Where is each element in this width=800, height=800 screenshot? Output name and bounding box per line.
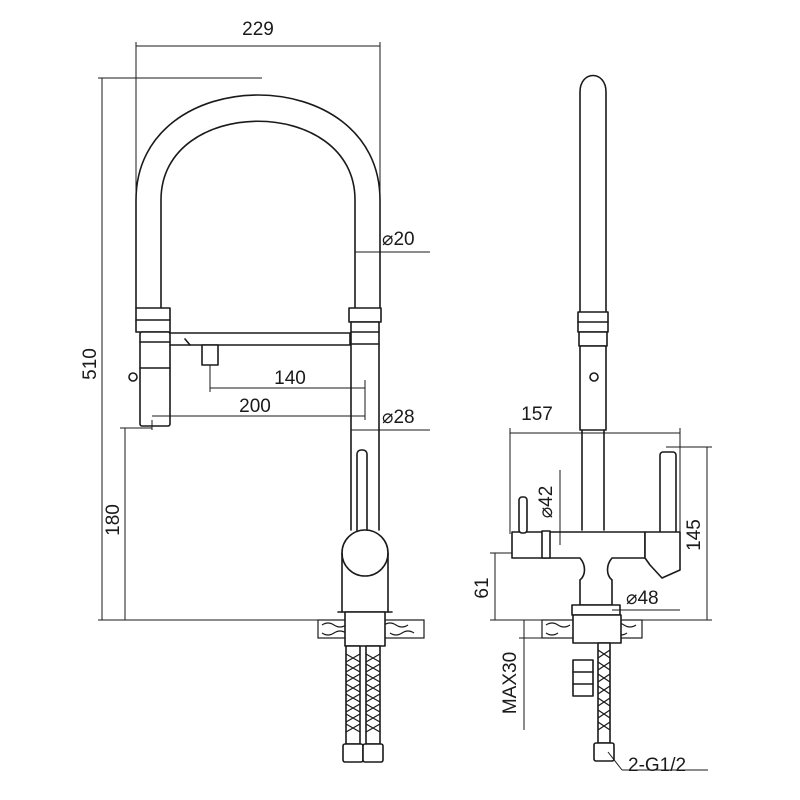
dim-total-height: 510 (80, 348, 101, 380)
dim-holder-reach: 200 (239, 396, 271, 417)
spout-arch (135, 94, 381, 309)
dim-body-diameter: ⌀28 (382, 407, 415, 428)
front-valve (341, 529, 389, 577)
dim-spout-reach: 229 (242, 19, 274, 40)
dim-side-valve-height: 61 (472, 577, 493, 598)
dim-handle-offset: 140 (274, 368, 306, 389)
holder-knob (201, 344, 219, 366)
faucet-body (350, 343, 380, 531)
dim-base-height: 180 (103, 504, 124, 536)
spray-button (128, 372, 138, 382)
dim-side-lever-height: 145 (684, 519, 705, 551)
side-left-lever (518, 496, 528, 534)
side-spray-head (579, 345, 607, 431)
dim-side-depth: 157 (521, 404, 553, 425)
spray-head (139, 331, 171, 427)
dim-spout-diameter: ⌀20 (382, 229, 415, 250)
dim-connection: 2-G1/2 (628, 755, 686, 776)
side-spout (579, 74, 607, 313)
dim-max-countertop: MAX30 (500, 652, 521, 714)
front-view: 229 ⌀20 ⌀28 140 200 510 180 (80, 19, 430, 763)
dim-base-diameter: ⌀48 (626, 588, 659, 609)
holder-arm (169, 332, 351, 346)
dim-side-valve-diameter: ⌀42 (536, 486, 557, 519)
side-view: 157 ⌀42 ⌀48 145 61 MAX30 2-G1/2 (472, 74, 712, 776)
front-lever (356, 449, 368, 543)
